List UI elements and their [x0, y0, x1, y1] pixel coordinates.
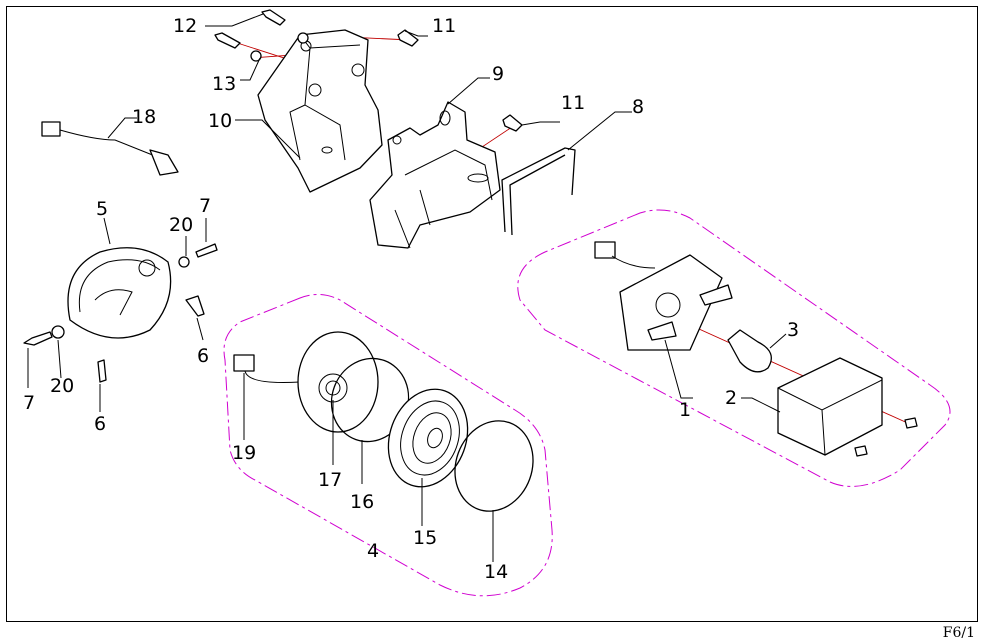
callout-7: 7 [199, 195, 211, 217]
callout-2: 2 [725, 387, 737, 409]
callout-1: 1 [679, 399, 691, 421]
callout-6: 6 [94, 413, 106, 435]
callout-19: 19 [232, 442, 256, 464]
callout-17: 17 [318, 469, 342, 491]
part-3-bulb [727, 329, 772, 373]
part-2-cover [777, 357, 918, 457]
callout-11: 11 [561, 92, 585, 114]
hardware-top [214, 9, 523, 132]
callout-6: 6 [197, 345, 209, 367]
callout-4: 4 [367, 540, 379, 562]
callout-7: 7 [23, 392, 35, 414]
part-labels: 12 11 13 9 18 10 11 8 5 7 20 3 1 2 6 7 2… [23, 15, 799, 583]
sheet-code: F6/1 [942, 625, 975, 641]
callout-15: 15 [413, 527, 437, 549]
callout-10: 10 [208, 110, 232, 132]
callout-14: 14 [484, 561, 508, 583]
callout-11: 11 [432, 15, 456, 37]
callout-8: 8 [632, 96, 644, 118]
part-15-lens [387, 388, 469, 488]
part-5-housing [67, 247, 172, 339]
leader-lines [27, 13, 787, 562]
callout-9: 9 [492, 63, 504, 85]
drawing-frame [6, 6, 978, 622]
callout-16: 16 [350, 491, 374, 513]
hardware-left [23, 243, 218, 383]
group-outline-assembly-4 [223, 294, 553, 597]
group-outline-assembly-1 [517, 209, 951, 487]
callout-3: 3 [787, 319, 799, 341]
callout-18: 18 [132, 106, 156, 128]
part-17-lamp-body [297, 331, 379, 433]
callout-20: 20 [50, 375, 74, 397]
part-10-bracket [257, 29, 383, 193]
part-9-plate [369, 101, 501, 249]
callout-5: 5 [96, 198, 108, 220]
part-1-housing [594, 241, 733, 351]
callout-20: 20 [169, 214, 193, 236]
callout-12: 12 [173, 15, 197, 37]
part-19-socket [233, 354, 301, 383]
part-14-rim [454, 420, 534, 512]
part-18-wire [41, 121, 179, 176]
part-8-u-clip [501, 147, 576, 236]
callout-13: 13 [212, 73, 236, 95]
